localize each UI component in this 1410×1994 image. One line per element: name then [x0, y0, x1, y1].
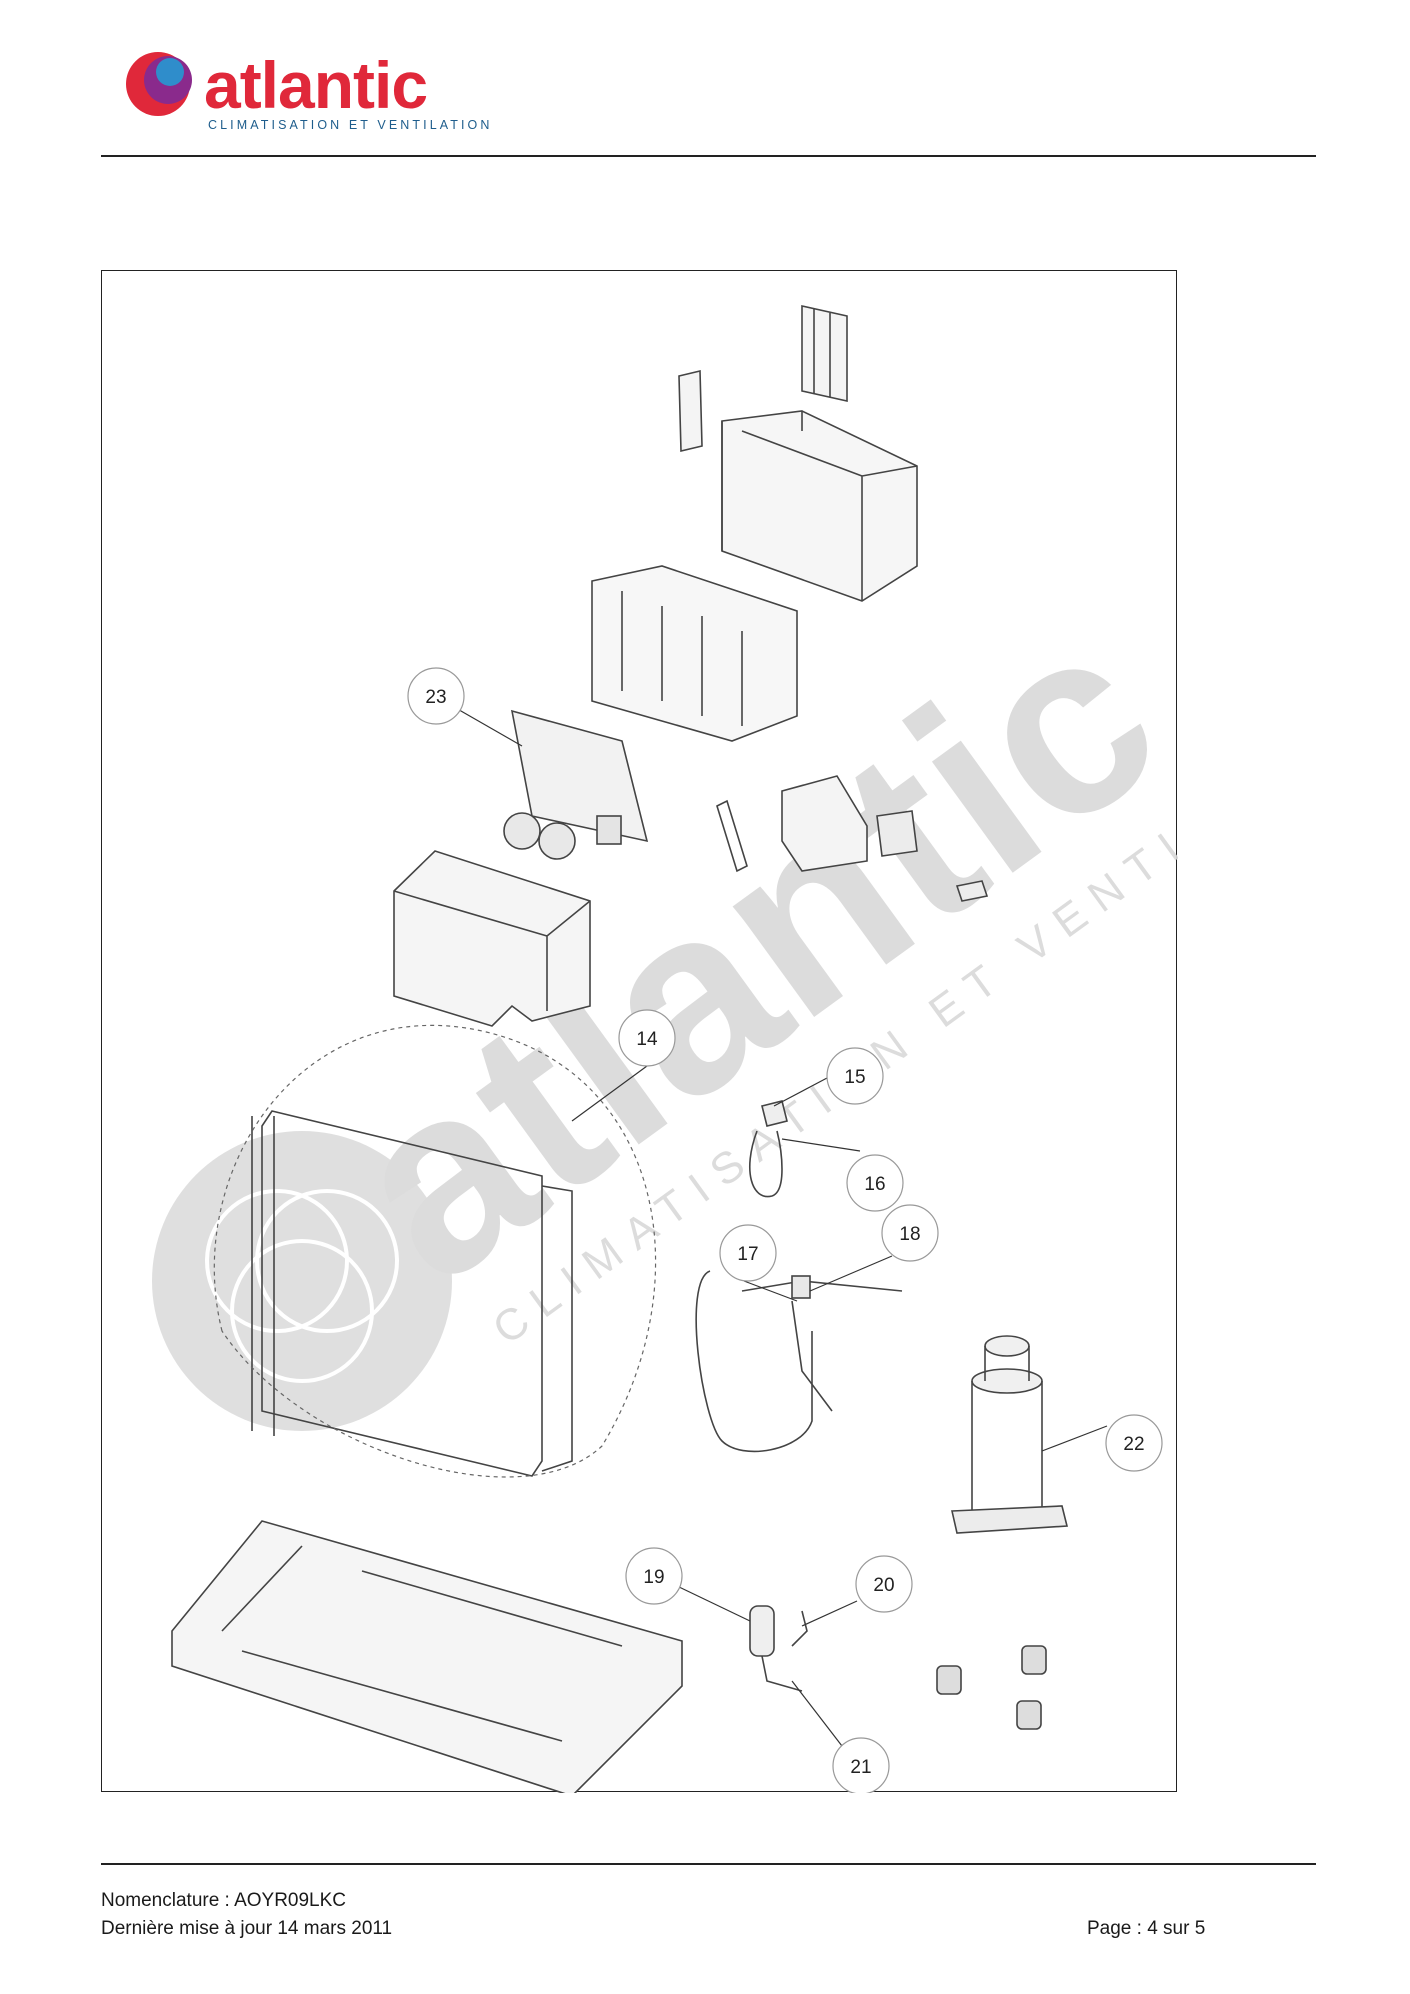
callout-label: 20 — [873, 1575, 894, 1596]
callout-label: 21 — [850, 1757, 871, 1778]
callout-label: 23 — [425, 687, 446, 708]
brand-name: atlantic — [204, 48, 428, 122]
leader-lines — [453, 706, 1108, 1747]
callout-15: 15 — [826, 1047, 884, 1105]
callout-18: 18 — [881, 1204, 939, 1262]
diagram-canvas: atlantic CLIMATISATION ET VENTILATION — [152, 305, 1178, 1793]
footer-page-number: Page : 4 sur 5 — [1087, 1918, 1206, 1939]
header-divider — [101, 155, 1316, 157]
brand-tagline: CLIMATISATION ET VENTILATION — [208, 118, 493, 132]
callout-19: 19 — [625, 1547, 683, 1605]
callout-22: 22 — [1105, 1414, 1163, 1472]
exploded-parts-diagram: atlantic CLIMATISATION ET VENTILATION — [101, 270, 1178, 1793]
callout-label: 22 — [1123, 1434, 1144, 1455]
callout-label: 15 — [844, 1067, 865, 1088]
atlantic-logo-icon — [126, 52, 192, 116]
brand-logo: atlantic CLIMATISATION ET VENTILATION — [120, 46, 500, 136]
callout-21: 21 — [832, 1737, 890, 1793]
callout-16: 16 — [846, 1154, 904, 1212]
callout-label: 16 — [864, 1174, 885, 1195]
callout-20: 20 — [855, 1555, 913, 1613]
callout-label: 18 — [899, 1224, 920, 1245]
footer-last-update: Dernière mise à jour 14 mars 2011 — [101, 1918, 393, 1939]
callout-23: 23 — [407, 667, 465, 725]
callout-label: 19 — [643, 1567, 664, 1588]
footer-divider — [101, 1863, 1316, 1865]
footer-nomenclature: Nomenclature : AOYR09LKC — [101, 1890, 347, 1911]
callout-17: 17 — [719, 1224, 777, 1282]
parts-illustration — [171, 305, 1069, 1793]
callout-14: 14 — [618, 1009, 676, 1067]
callout-label: 14 — [636, 1029, 658, 1050]
callout-label: 17 — [737, 1244, 758, 1265]
